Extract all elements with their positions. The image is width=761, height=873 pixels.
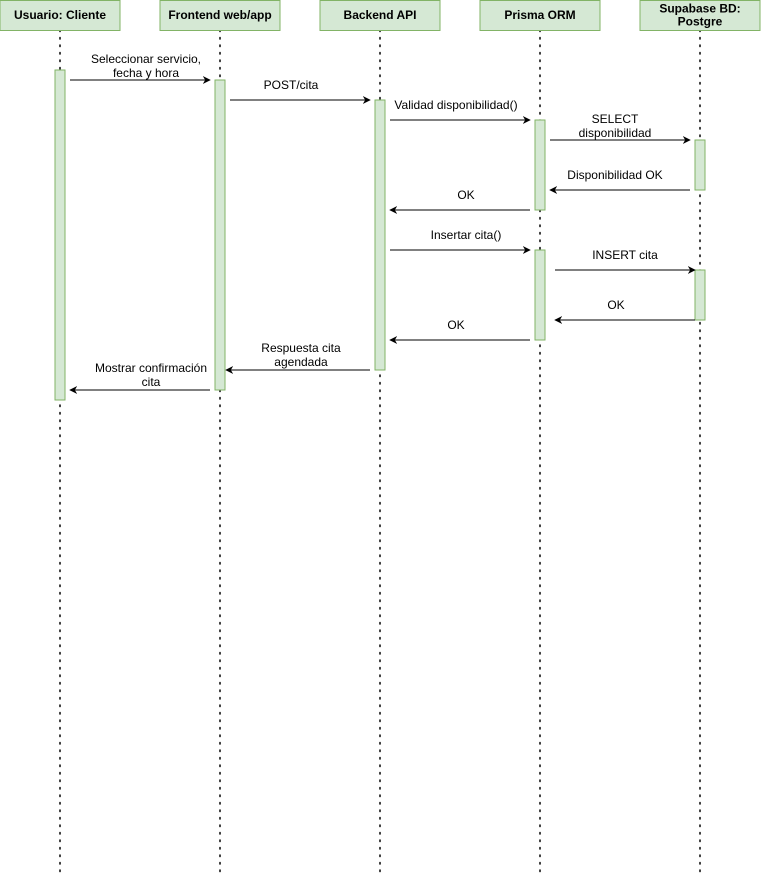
message-label: OK [457,188,474,202]
message-label: Disponibilidad OK [567,168,662,182]
participant-cliente[interactable]: Usuario: Cliente [0,0,121,31]
participant-box [639,0,761,31]
message-label: OK [447,318,464,332]
participant-label: Supabase BD: [659,2,740,16]
message-prisma-to-supabase[interactable]: INSERT cita [555,248,696,274]
message-backend-to-prisma[interactable]: Validad disponibilidad() [390,98,531,124]
message-label: INSERT cita [592,248,658,262]
participant-backend[interactable]: Backend API [319,0,441,31]
message-label: cita [142,375,161,389]
participant-box [319,0,441,31]
message-label: Seleccionar servicio, [91,52,201,66]
message-backend-to-prisma[interactable]: Insertar cita() [390,228,531,254]
message-supabase-to-prisma[interactable]: Disponibilidad OK [549,168,690,194]
message-label: fecha y hora [113,66,179,80]
activation-supabase [694,139,706,191]
participant-label: Backend API [344,8,417,22]
activation-prisma [534,119,546,211]
message-cliente-to-frontend[interactable]: Seleccionar servicio,fecha y hora [70,52,211,84]
message-label: Mostrar confirmación [95,361,207,375]
activation-backend [374,99,386,371]
message-label: Insertar cita() [431,228,502,242]
participant-label: Postgre [678,15,723,29]
activation-prisma [534,249,546,341]
participant-box [479,0,601,31]
message-label: SELECT [592,112,639,126]
message-label: agendada [274,355,328,369]
participant-supabase[interactable]: Supabase BD:Postgre [639,0,761,31]
message-label: Validad disponibilidad() [394,98,517,112]
message-prisma-to-backend[interactable]: OK [389,318,530,344]
participant-frontend[interactable]: Frontend web/app [159,0,281,31]
message-frontend-to-backend[interactable]: POST/cita [230,78,371,104]
message-prisma-to-backend[interactable]: OK [389,188,530,214]
message-label: disponibilidad [579,126,652,140]
participant-box [0,0,121,31]
activation-cliente [54,69,66,401]
activation-supabase [694,269,706,321]
activation-frontend [214,79,226,391]
message-label: Respuesta cita [261,341,341,355]
message-label: OK [607,298,624,312]
participant-label: Usuario: Cliente [14,8,106,22]
participant-label: Prisma ORM [504,8,575,22]
message-label: POST/cita [264,78,319,92]
participant-box [159,0,281,31]
participant-label: Frontend web/app [168,8,271,22]
participant-prisma[interactable]: Prisma ORM [479,0,601,31]
message-supabase-to-prisma[interactable]: OK [554,298,695,324]
